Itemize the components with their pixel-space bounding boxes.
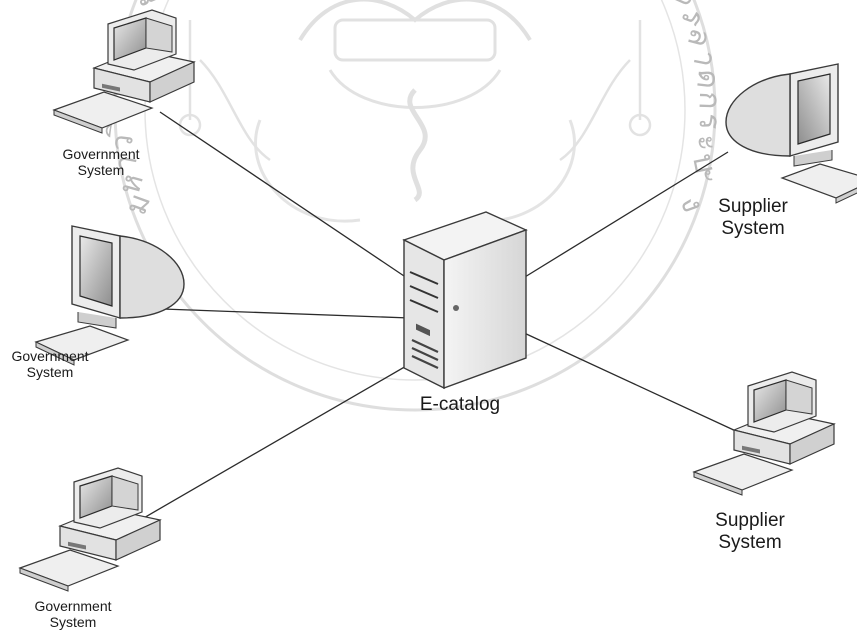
government-monitor-icon-middle: [36, 226, 184, 365]
gov-top-label-line1: Government: [36, 146, 166, 162]
sup-bottom-label: Supplier System: [695, 510, 805, 554]
watermark-glyph: ด: [689, 68, 726, 91]
gov-middle-label-line2: System: [0, 364, 100, 380]
gov-middle-label-line1: Government: [0, 348, 100, 364]
supplier-monitor-icon-top: [726, 64, 857, 203]
link-sup-bottom: [522, 332, 738, 432]
watermark-glyph: บ: [685, 151, 723, 176]
sup-top-label-line2: System: [698, 218, 808, 240]
gov-bottom-label-line2: System: [8, 614, 138, 630]
watermark-glyph: ก: [691, 91, 727, 110]
link-gov-top: [160, 112, 410, 280]
gov-top-label: Government System: [36, 146, 166, 178]
sup-bottom-label-line1: Supplier: [695, 510, 805, 532]
watermark-glyph: ะ: [689, 132, 726, 152]
gov-bottom-label: Government System: [8, 598, 138, 630]
watermark-glyph: ร: [691, 113, 727, 131]
sup-top-label-line1: Supplier: [698, 196, 808, 218]
government-pc-icon-bottom: [20, 468, 160, 591]
server-label: E-catalog: [395, 394, 525, 416]
gov-bottom-label-line1: Government: [8, 598, 138, 614]
watermark-glyph: า: [686, 47, 724, 70]
link-gov-middle: [135, 308, 410, 318]
watermark-glyph: ล: [680, 24, 719, 51]
server-icon: [404, 212, 526, 388]
supplier-pc-icon-bottom: [694, 372, 834, 495]
watermark-glyph: ย: [126, 0, 165, 13]
server-label-text: E-catalog: [395, 394, 525, 416]
government-pc-icon-top: [54, 10, 194, 133]
gov-top-label-line2: System: [36, 162, 166, 178]
gov-middle-label: Government System: [0, 348, 100, 380]
sup-top-label: Supplier System: [698, 196, 808, 240]
sup-bottom-label-line2: System: [695, 532, 805, 554]
link-gov-bottom: [135, 358, 420, 523]
